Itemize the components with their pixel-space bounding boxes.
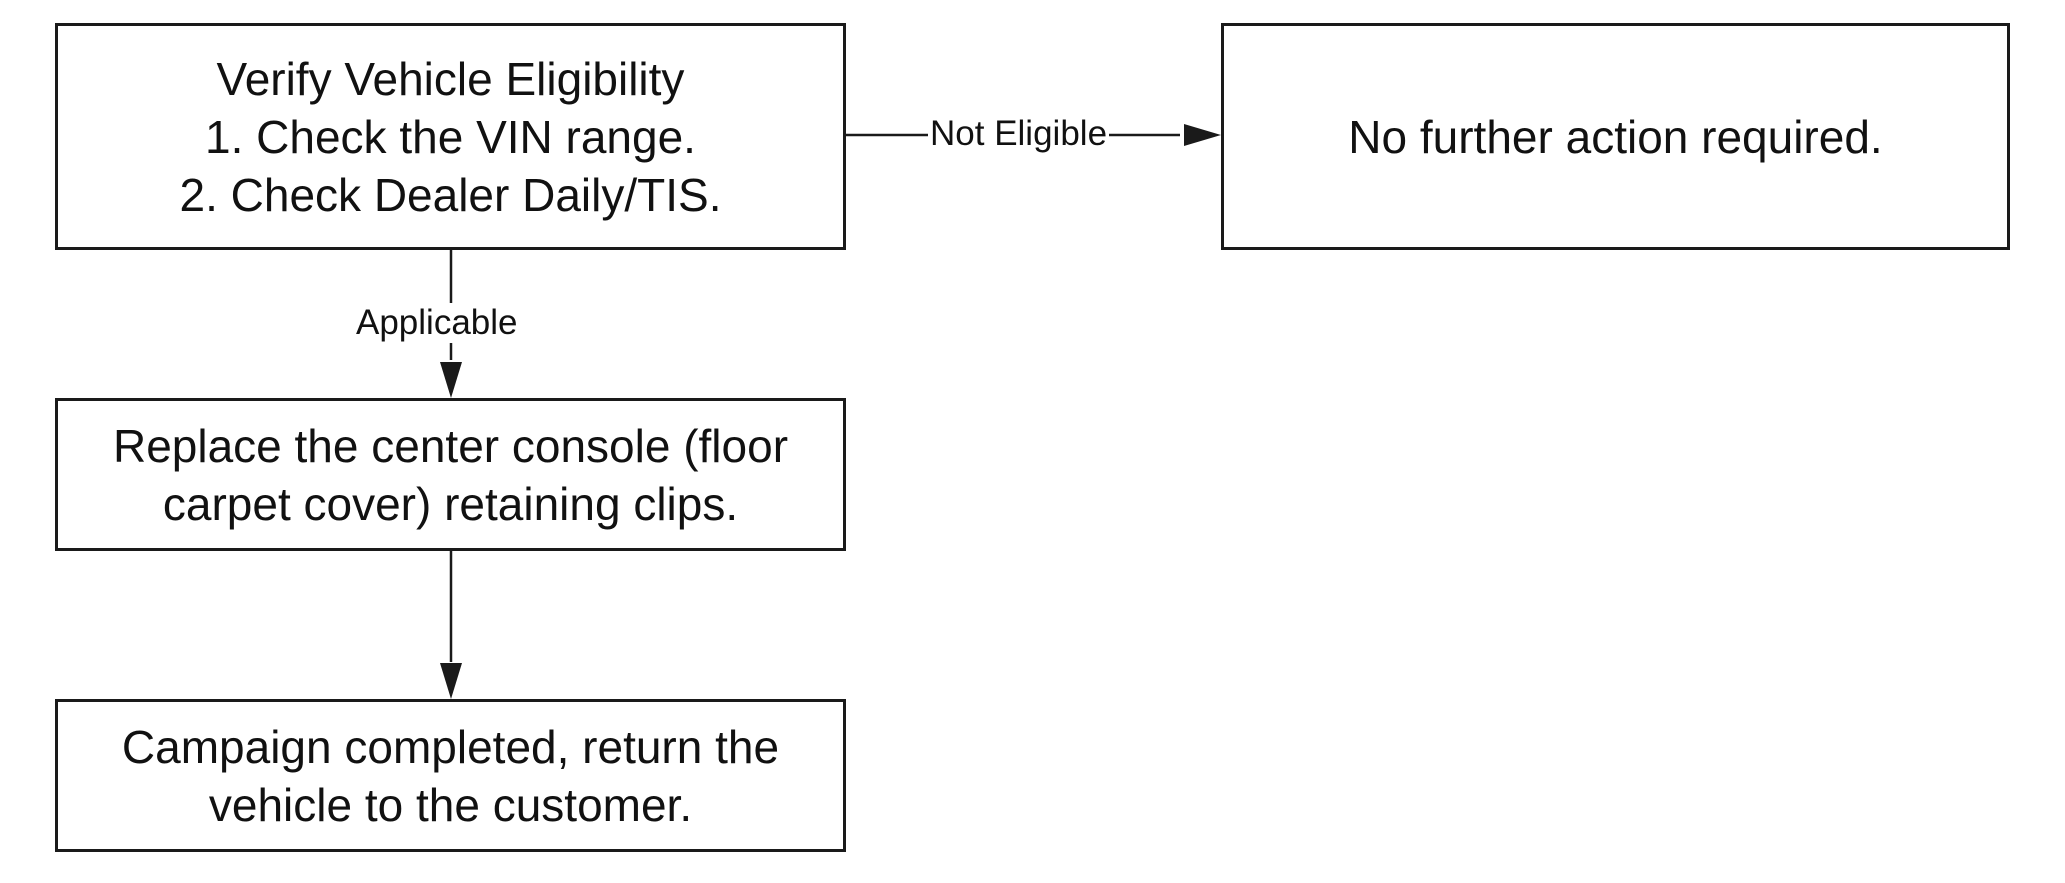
replace-clips-box: Replace the center console (floor carpet… xyxy=(55,398,846,551)
no-action-line: No further action required. xyxy=(1348,110,1883,163)
replace-line-1: Replace the center console (floor xyxy=(112,419,789,472)
arrowhead-not-eligible xyxy=(1184,124,1221,146)
verify-line-step-1: 1. Check the VIN range. xyxy=(205,110,696,163)
not-eligible-label: Not Eligible xyxy=(928,114,1110,154)
no-further-action-box: No further action required. xyxy=(1221,23,2010,250)
complete-line-1: Campaign completed, return the xyxy=(121,720,780,773)
replace-line-2: carpet cover) retaining clips. xyxy=(162,477,739,530)
complete-line-2: vehicle to the customer. xyxy=(208,778,693,831)
applicable-label: Applicable xyxy=(352,303,522,343)
campaign-complete-box: Campaign completed, return the vehicle t… xyxy=(55,699,846,852)
verify-line-step-2: 2. Check Dealer Daily/TIS. xyxy=(179,168,722,221)
arrowhead-to-complete xyxy=(440,663,462,699)
arrowhead-applicable xyxy=(440,362,462,398)
verify-eligibility-box: Verify Vehicle Eligibility 1. Check the … xyxy=(55,23,846,250)
verify-line-title: Verify Vehicle Eligibility xyxy=(216,52,685,105)
